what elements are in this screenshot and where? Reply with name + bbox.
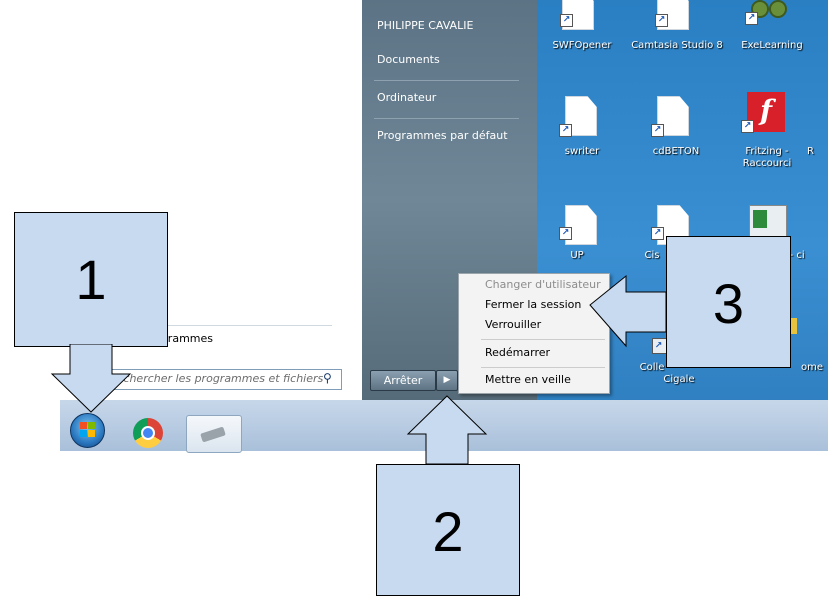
search-input[interactable]: Rechercher les programmes et fichiers ⚲: [90, 369, 342, 390]
desktop-icon-label: Cis: [644, 250, 660, 261]
sleep-item[interactable]: Mettre en veille: [485, 373, 571, 386]
shortcut-arrow-icon: ↗: [745, 12, 758, 25]
desktop-icon-label: SWFOpener: [552, 40, 612, 51]
chrome-icon[interactable]: [133, 418, 163, 448]
shortcut-arrow-icon: ↗: [559, 227, 572, 240]
chevron-right-icon: ▶: [443, 375, 451, 385]
documents-item[interactable]: Documents: [377, 53, 440, 66]
shortcut-arrow-icon: ↗: [655, 14, 668, 27]
divider: [481, 367, 605, 368]
desktop-icon-label: Camtasia Studio 8: [631, 40, 723, 51]
desktop-icon-label: cdBETON: [652, 146, 700, 157]
shortcut-arrow-icon: ↗: [559, 124, 572, 137]
divider: [481, 339, 605, 340]
callout-arrow-2: [406, 395, 488, 465]
power-options-menu: Changer d'utilisateur Fermer la session …: [458, 273, 610, 394]
callout-number-2: 2: [432, 500, 464, 563]
callout-box-2: 2: [376, 464, 520, 596]
divider: [374, 80, 519, 81]
shortcut-arrow-icon: ↗: [741, 120, 754, 133]
exelearning-icon[interactable]: ↗: [745, 0, 789, 26]
callout-box-3: 3: [666, 236, 791, 368]
desktop-icon-label: ExeLearning: [741, 40, 803, 51]
callout-arrow-3: [589, 274, 667, 348]
desktop-icon-label: Cigale: [663, 374, 695, 385]
switch-user-item[interactable]: Changer d'utilisateur: [485, 278, 601, 291]
colle-icon[interactable]: ↗: [652, 338, 668, 354]
shutdown-button[interactable]: Arrêter: [370, 370, 436, 391]
callout-number-3: 3: [712, 272, 745, 335]
shortcut-arrow-icon: ↗: [651, 227, 664, 240]
callout-arrow-1: [50, 344, 132, 413]
desktop-icon-label: Colle: [639, 362, 665, 373]
usb-drive-icon[interactable]: [186, 415, 242, 453]
divider: [374, 118, 519, 119]
logoff-item[interactable]: Fermer la session: [485, 298, 582, 311]
desktop-icon-label: UP: [570, 250, 584, 261]
restart-item[interactable]: Redémarrer: [485, 346, 551, 359]
desktop-icon-label: Fritzing - Raccourci: [742, 146, 792, 169]
search-icon[interactable]: ⚲: [323, 371, 332, 385]
lock-item[interactable]: Verrouiller: [485, 318, 542, 331]
shortcut-arrow-icon: ↗: [651, 124, 664, 137]
desktop-icon-label: swriter: [564, 146, 600, 157]
shortcut-arrow-icon: ↗: [560, 14, 573, 27]
user-folder-item[interactable]: PHILIPPE CAVALIE: [377, 19, 474, 32]
callout-box-1: 1: [14, 212, 168, 347]
callout-number-1: 1: [75, 248, 107, 311]
windows-start-orb[interactable]: [70, 413, 105, 448]
search-placeholder: Rechercher les programmes et fichiers: [109, 372, 324, 385]
shortcut-arrow-icon: ↗: [654, 341, 663, 351]
project-icon[interactable]: [749, 205, 787, 237]
computer-item[interactable]: Ordinateur: [377, 91, 437, 104]
shutdown-label: Arrêter: [383, 374, 423, 387]
desktop-icon-label: ome: [800, 362, 823, 373]
shutdown-options-button[interactable]: ▶: [436, 370, 458, 391]
default-programs-item[interactable]: Programmes par défaut: [377, 129, 508, 142]
fritzing-icon[interactable]: f ↗: [741, 92, 785, 133]
divider: [100, 325, 332, 326]
desktop-icon-label-partial: R: [807, 146, 814, 157]
